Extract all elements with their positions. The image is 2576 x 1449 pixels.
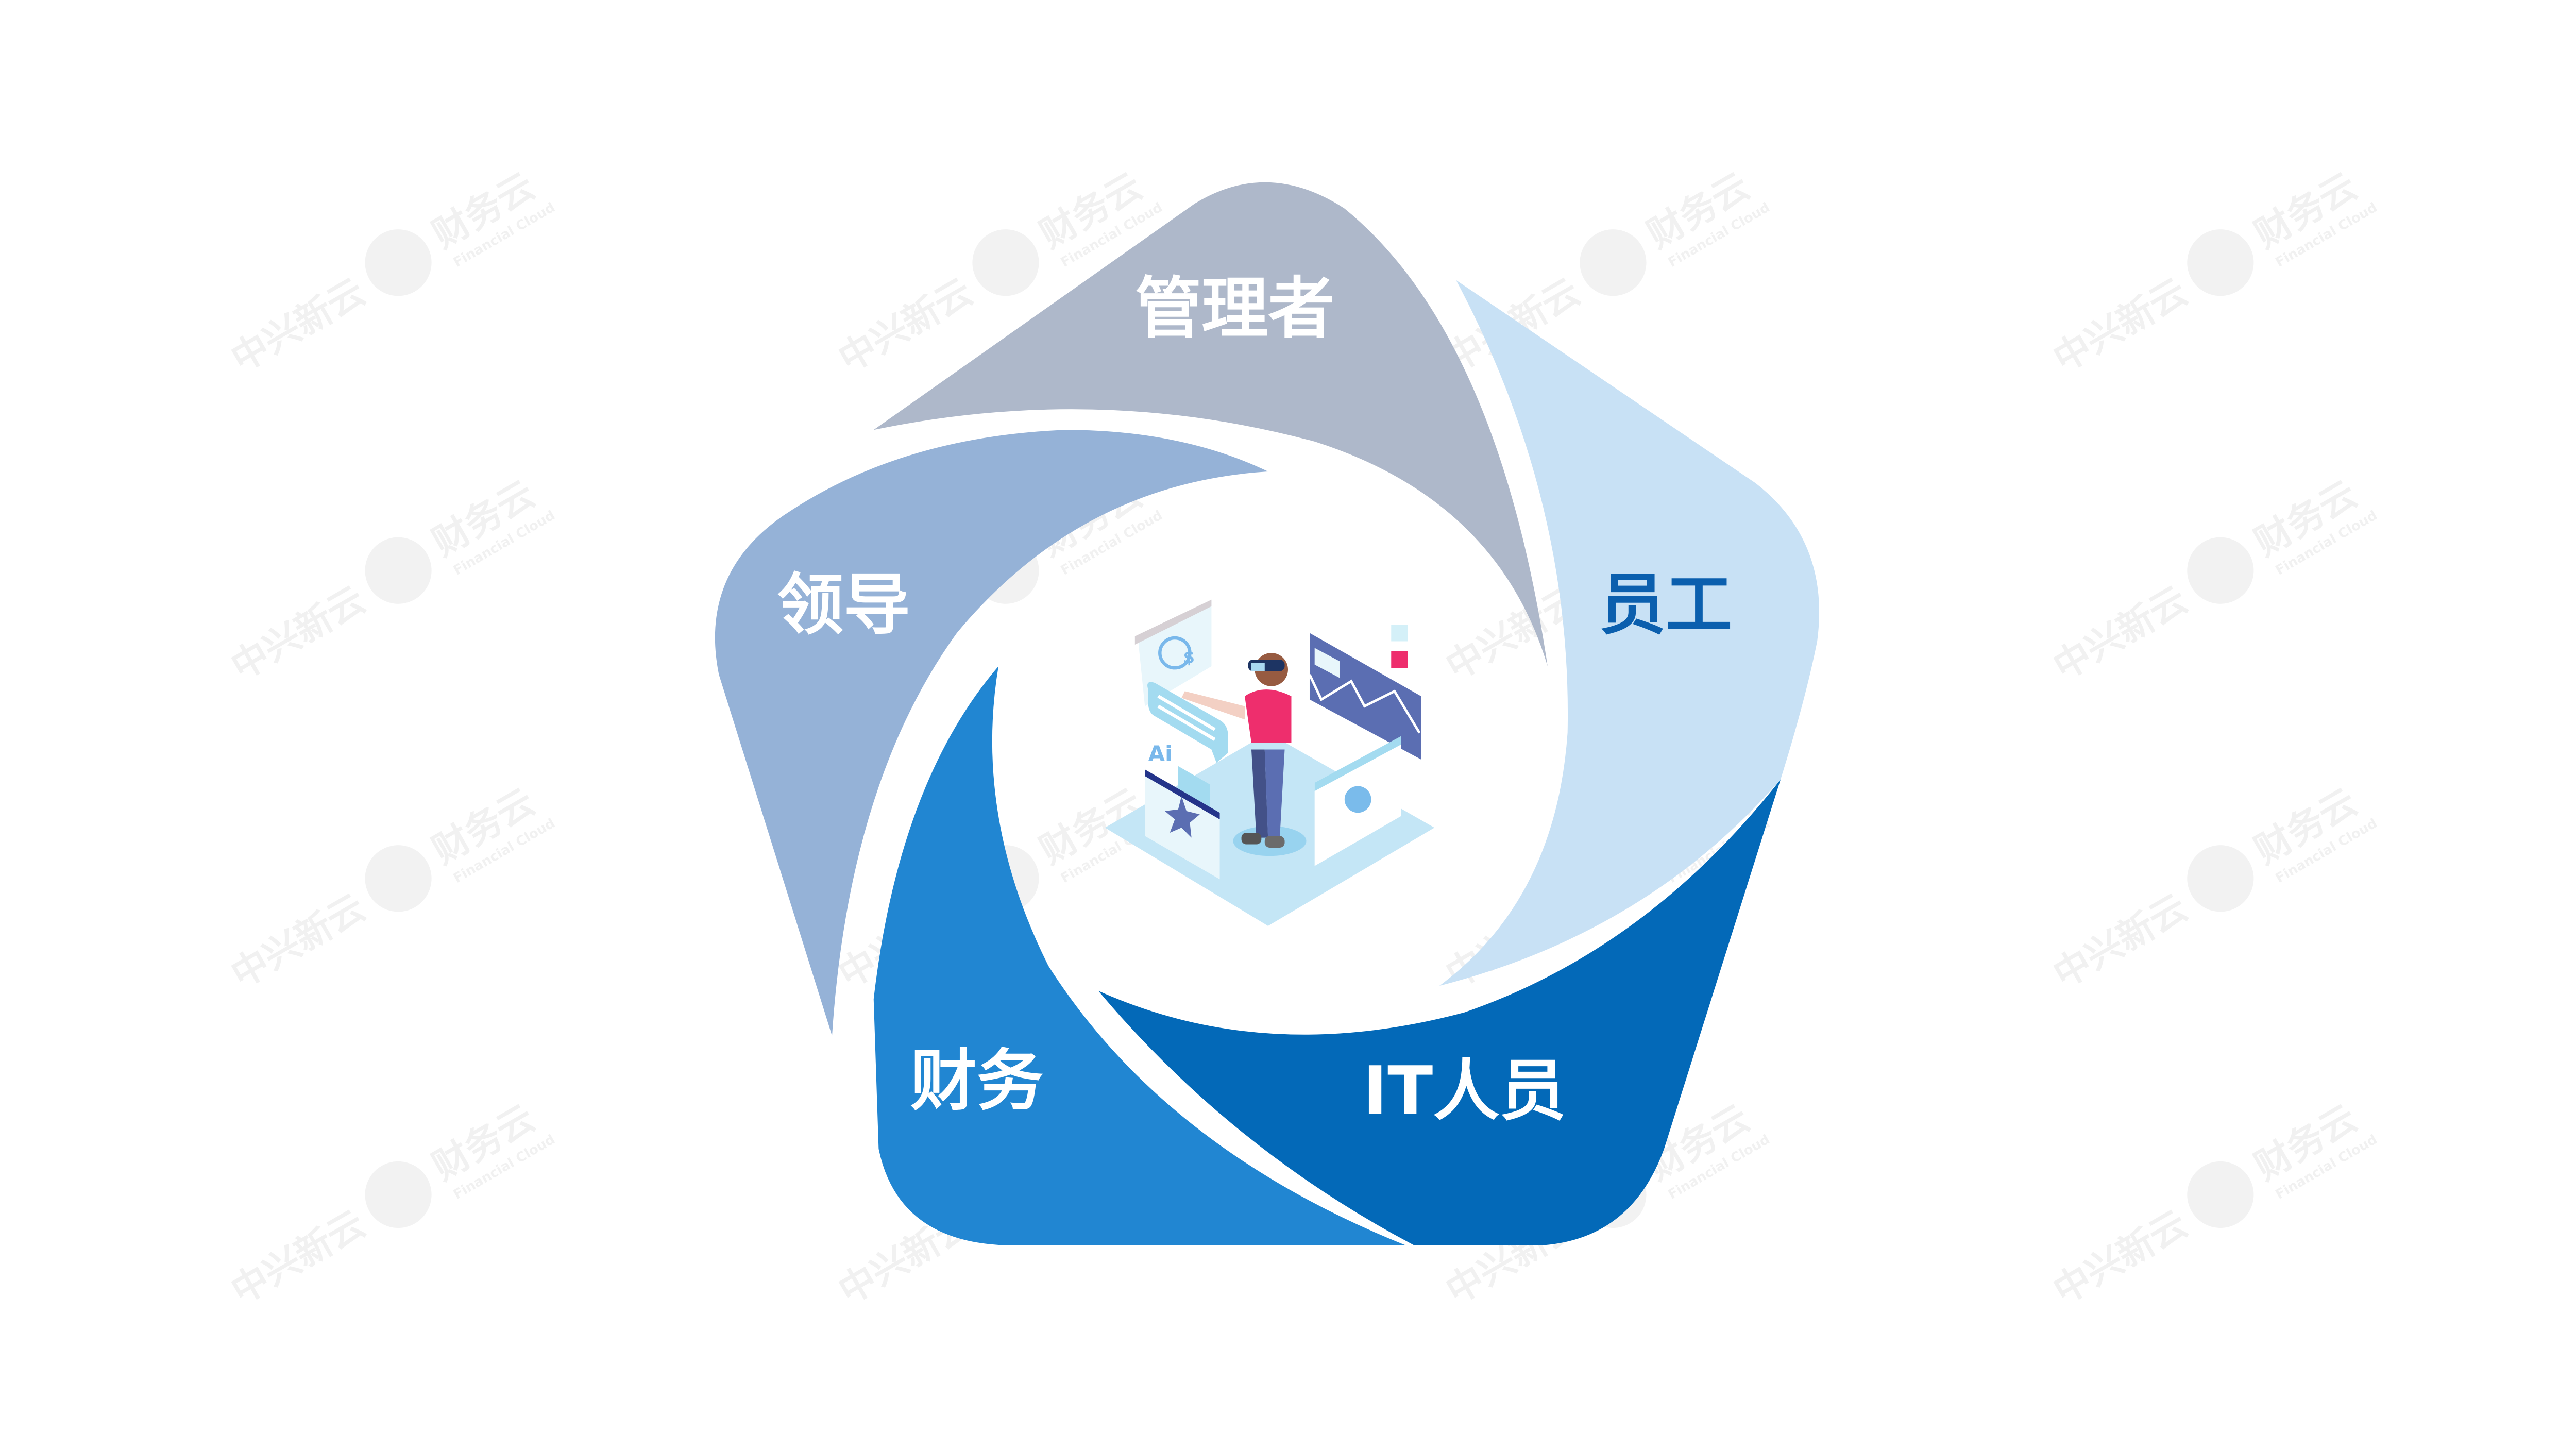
ai-text: Ai: [1148, 741, 1173, 766]
label-manager: 管理者: [1135, 270, 1335, 347]
segment-leader: [715, 430, 1268, 1036]
star-document-icon: [1145, 769, 1220, 880]
segment-manager: [873, 182, 1548, 666]
segment-employee: [1439, 280, 1820, 986]
watermark-brand: 中兴新云: [2046, 578, 2194, 688]
envelope-icon: [1178, 766, 1210, 808]
watermark-logo-icon: [365, 537, 432, 604]
label-leader: 领导: [777, 566, 910, 644]
watermark-brand: 中兴新云: [2046, 270, 2194, 380]
watermark-logo-icon: [365, 845, 432, 912]
watermark-logo-icon: [2187, 537, 2254, 604]
watermark-brand: 中兴新云: [831, 270, 979, 380]
center-illustration: $ Ai: [1105, 599, 1435, 926]
watermark-logo-icon: [1580, 229, 1647, 296]
watermark-brand: 中兴新云: [224, 1202, 372, 1312]
watermark-logo-icon: [2187, 1161, 2254, 1228]
watermark-brand: 中兴新云: [224, 578, 372, 688]
segment-it-staff: [1098, 779, 1781, 1245]
label-employee: 员工: [1599, 566, 1732, 644]
lightbulb-head-icon: [1314, 736, 1401, 866]
vr-person: [1181, 653, 1307, 856]
svg-text:$: $: [1183, 647, 1195, 667]
segment-finance: [873, 666, 1406, 1245]
watermark-brand: 中兴新云: [224, 886, 372, 996]
watermark-brand: 中兴新云: [2046, 886, 2194, 996]
watermark-logo-icon: [365, 229, 432, 296]
watermark-logo-icon: [972, 229, 1039, 296]
line-chart-icon: [1308, 625, 1421, 760]
watermark-brand: 中兴新云: [2046, 1202, 2194, 1312]
watermark-logo-icon: [365, 1161, 432, 1228]
chat-bubble-icon: [1147, 682, 1228, 763]
watermark-brand: 中兴新云: [224, 270, 372, 380]
clock-dollar-icon: $: [1134, 599, 1212, 706]
label-it-staff: IT人员: [1363, 1052, 1566, 1130]
watermark-logo-icon: [2187, 845, 2254, 912]
label-finance: 财务: [910, 1042, 1043, 1120]
watermark-logo-icon: [2187, 229, 2254, 296]
